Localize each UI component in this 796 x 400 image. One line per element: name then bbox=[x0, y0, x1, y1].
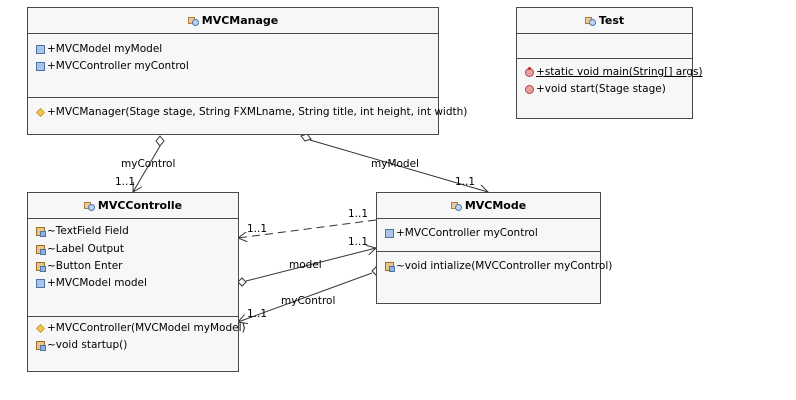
class-name: MVCManage bbox=[201, 14, 279, 27]
method-text: ~void startup() bbox=[47, 339, 128, 351]
class-box-mvccontrolle[interactable]: MVCControlle ~TextField Field ~Label Out… bbox=[27, 192, 246, 373]
attribute-text: ~Label Output bbox=[47, 243, 124, 255]
method-text: +MVCManager(Stage stage, String FXMLname… bbox=[47, 106, 468, 118]
multiplicity-label: 1..1 bbox=[115, 176, 136, 188]
attribute-text: +MVCController myControl bbox=[396, 227, 538, 239]
attribute-row[interactable]: +MVCModel model bbox=[36, 277, 147, 289]
multiplicity-label: 1..1 bbox=[247, 223, 268, 235]
method-row[interactable]: ~void startup() bbox=[36, 339, 127, 351]
attribute-row[interactable]: +MVCModel myModel bbox=[36, 43, 162, 55]
method-row[interactable]: +static void main(String[] args) bbox=[525, 66, 703, 78]
attribute-text: +MVCController myControl bbox=[47, 60, 189, 72]
class-box-mvcmanage[interactable]: MVCManage +MVCModel myModel +MVCControll… bbox=[27, 7, 467, 135]
method-text: +MVCController(MVCModel myModel) bbox=[47, 322, 246, 334]
attributes-section: +MVCModel myModel +MVCController myContr… bbox=[28, 34, 438, 98]
class-box-mvcmode[interactable]: MVCMode +MVCController myControl ~void i… bbox=[376, 192, 612, 304]
attribute-row[interactable]: +MVCController myControl bbox=[36, 60, 189, 72]
class-icon bbox=[187, 16, 199, 26]
attribute-text: ~TextField Field bbox=[47, 225, 129, 237]
class-header: MVCControlle bbox=[28, 193, 238, 219]
methods-section: +static void main(String[] args) +void s… bbox=[517, 59, 703, 118]
class-header: Test bbox=[517, 8, 692, 34]
method-text: ~void intialize(MVCController myControl) bbox=[396, 260, 613, 272]
package-attribute-icon bbox=[36, 226, 46, 237]
class-icon bbox=[450, 201, 462, 211]
role-label-mymodel: myModel bbox=[371, 158, 419, 170]
static-keyword: static bbox=[544, 66, 574, 78]
method-row[interactable]: +void start(Stage stage) bbox=[525, 83, 666, 95]
multiplicity-label: 1..1 bbox=[348, 236, 369, 248]
method-text: +static void main(String[] args) bbox=[536, 66, 703, 78]
attribute-row[interactable]: ~Label Output bbox=[36, 243, 124, 255]
aggregation-diamond bbox=[237, 277, 247, 287]
association-manage-control[interactable] bbox=[133, 135, 165, 192]
constructor-icon bbox=[36, 107, 45, 117]
association-control-model[interactable] bbox=[237, 248, 376, 287]
methods-section: +MVCManager(Stage stage, String FXMLname… bbox=[28, 98, 467, 134]
methods-section: +MVCController(MVCModel myModel) ~void s… bbox=[28, 317, 246, 373]
multiplicity-label: 1..1 bbox=[348, 208, 369, 220]
attribute-text: +MVCModel myModel bbox=[47, 43, 163, 55]
method-row[interactable]: +MVCController(MVCModel myModel) bbox=[36, 322, 246, 334]
visibility-marker: + bbox=[536, 66, 545, 78]
multiplicity-label: 1..1 bbox=[455, 176, 476, 188]
method-text: +void start(Stage stage) bbox=[536, 83, 666, 95]
method-row[interactable]: ~void intialize(MVCController myControl) bbox=[385, 260, 612, 272]
constructor-icon bbox=[36, 323, 45, 333]
class-name: MVCControlle bbox=[97, 199, 183, 212]
attribute-text: ~Button Enter bbox=[47, 260, 123, 272]
class-name: MVCMode bbox=[464, 199, 527, 212]
class-box-test[interactable]: Test +static void main(String[] args) +v… bbox=[516, 7, 703, 119]
class-icon bbox=[584, 16, 596, 26]
attribute-row[interactable]: ~TextField Field bbox=[36, 225, 129, 237]
methods-section: ~void intialize(MVCController myControl) bbox=[377, 252, 612, 303]
attributes-section: +MVCController myControl bbox=[377, 219, 600, 252]
role-label-mycontrol: myControl bbox=[281, 295, 336, 307]
attribute-row[interactable]: +MVCController myControl bbox=[385, 227, 538, 239]
class-header: MVCMode bbox=[377, 193, 600, 219]
multiplicity-label: 1..1 bbox=[247, 308, 268, 320]
attribute-text: +MVCModel model bbox=[47, 277, 147, 289]
package-attribute-icon bbox=[36, 244, 46, 255]
method-icon bbox=[525, 84, 534, 94]
static-method-icon bbox=[525, 66, 534, 77]
class-header: MVCManage bbox=[28, 8, 438, 34]
public-attribute-icon bbox=[385, 228, 394, 238]
attributes-section bbox=[517, 34, 692, 59]
package-method-icon bbox=[36, 340, 46, 351]
public-attribute-icon bbox=[36, 61, 45, 71]
package-method-icon bbox=[385, 261, 395, 272]
method-row[interactable]: +MVCManager(Stage stage, String FXMLname… bbox=[36, 106, 467, 118]
dependency-mode-control[interactable] bbox=[238, 219, 377, 238]
public-attribute-icon bbox=[36, 44, 45, 54]
class-name: Test bbox=[598, 14, 625, 27]
attribute-row[interactable]: ~Button Enter bbox=[36, 260, 123, 272]
aggregation-diamond bbox=[300, 133, 312, 142]
aggregation-diamond bbox=[155, 135, 165, 147]
package-attribute-icon bbox=[36, 261, 46, 272]
role-label-mycontrol: myControl bbox=[121, 158, 176, 170]
method-signature: void main(String[] args) bbox=[577, 66, 703, 78]
public-attribute-icon bbox=[36, 278, 45, 288]
attributes-section: ~TextField Field ~Label Output ~Button E… bbox=[28, 219, 238, 317]
role-label-model: model bbox=[289, 259, 322, 271]
class-icon bbox=[83, 201, 95, 211]
